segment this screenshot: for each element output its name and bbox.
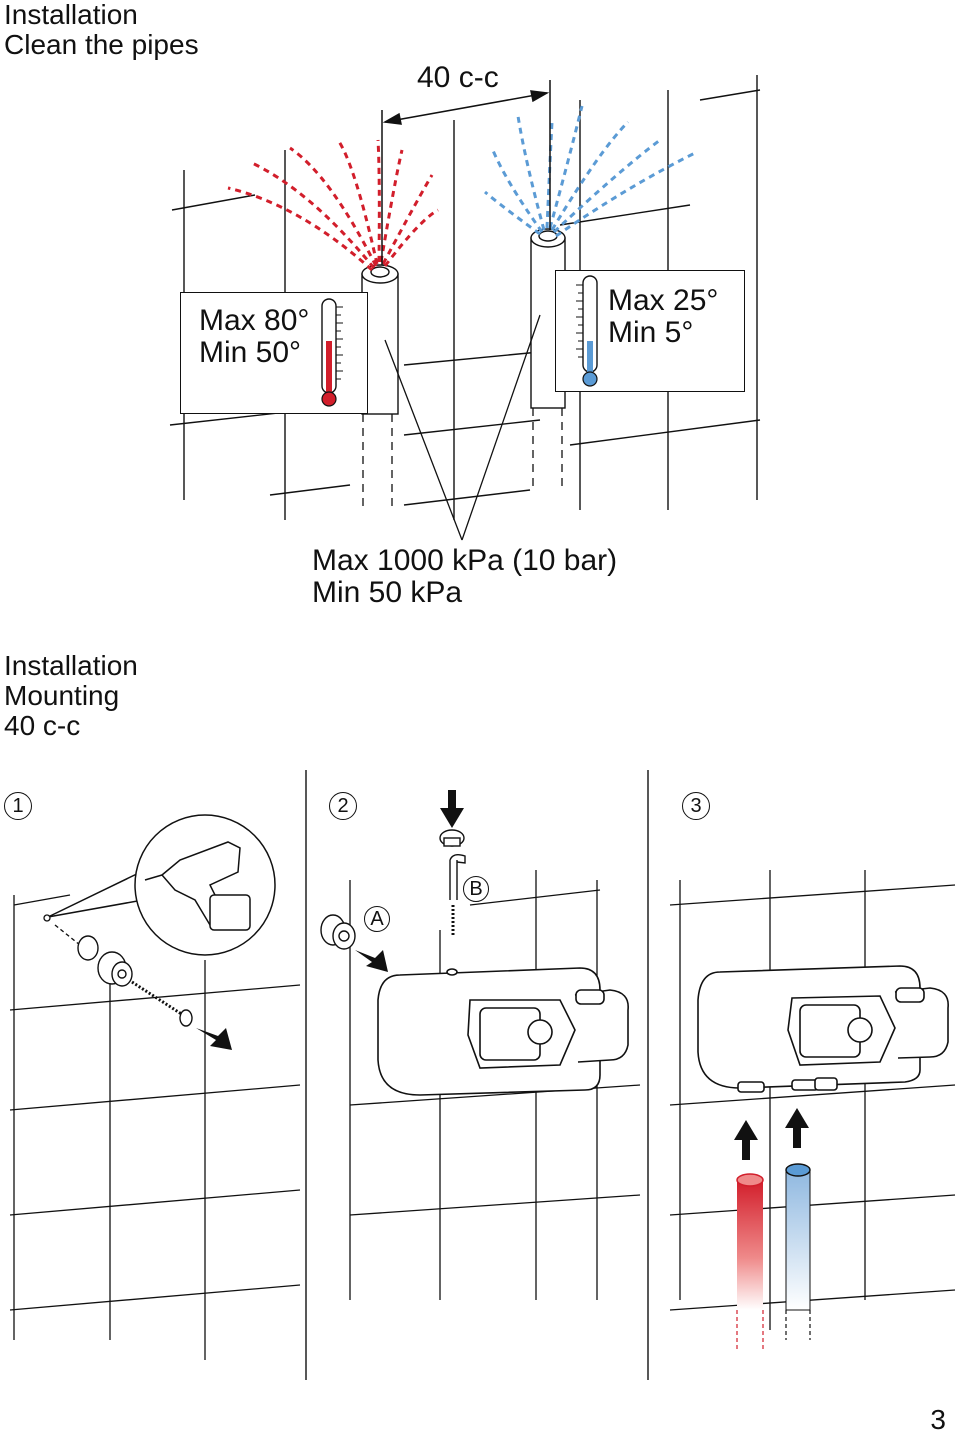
page-number: 3 bbox=[930, 1404, 946, 1435]
mounting-nut bbox=[320, 914, 356, 950]
hot-max-label: Max 80° bbox=[199, 304, 310, 337]
cold-min-label: Min 5° bbox=[608, 316, 694, 349]
cap-and-allen-key bbox=[439, 829, 466, 935]
push-arrow-icon bbox=[196, 1028, 232, 1050]
hot-water-spray bbox=[227, 139, 439, 272]
pressure-min-label: Min 50 kPa bbox=[312, 576, 463, 609]
hot-supply-pipe bbox=[736, 1173, 764, 1350]
section-subtitle: Mounting bbox=[4, 680, 120, 711]
cold-water-spray bbox=[484, 105, 698, 238]
panel-3-tile-grid bbox=[669, 870, 956, 1330]
section-heading-mounting: Installation Mounting 40 c-c bbox=[4, 651, 138, 741]
pressure-max-label: Max 1000 kPa (10 bar) bbox=[312, 544, 618, 577]
callout-b: B bbox=[463, 876, 489, 902]
pipes bbox=[361, 228, 566, 415]
up-arrow-icon bbox=[785, 1108, 809, 1148]
panel-dividers bbox=[305, 770, 649, 1380]
wall-tile-grid bbox=[169, 75, 761, 520]
clean-pipes-illustration bbox=[169, 75, 761, 541]
cold-thermometer-icon bbox=[576, 275, 598, 387]
down-arrow-icon bbox=[440, 790, 464, 828]
section-heading-clean-pipes: Installation Clean the pipes bbox=[4, 0, 199, 60]
mounted-mixer bbox=[697, 965, 949, 1093]
step-1-number: 1 bbox=[4, 792, 32, 820]
section-spacing: 40 c-c bbox=[4, 710, 81, 741]
cold-supply-pipe bbox=[785, 1163, 811, 1340]
up-arrow-icon bbox=[734, 1120, 758, 1160]
wall-plug-and-screw bbox=[54, 924, 193, 1027]
section-title: Installation bbox=[4, 0, 138, 30]
panel-1-tile-grid bbox=[9, 894, 301, 1360]
drill-icon bbox=[47, 814, 276, 956]
section-subtitle: Clean the pipes bbox=[4, 29, 199, 60]
hot-thermometer-icon bbox=[321, 298, 343, 407]
hot-min-label: Min 50° bbox=[199, 336, 302, 369]
step-3-number: 3 bbox=[682, 792, 710, 820]
panel-2-tile-grid bbox=[349, 870, 641, 1300]
dimension-line-40cc bbox=[381, 80, 551, 265]
section-title: Installation bbox=[4, 650, 138, 681]
pressure-leader-lines bbox=[384, 314, 541, 541]
push-arrow-icon bbox=[355, 950, 388, 972]
hot-temperature-box: Max 80° Min 50° bbox=[180, 292, 368, 414]
thermostatic-mixer bbox=[377, 967, 629, 1096]
step-2-number: 2 bbox=[329, 792, 357, 820]
callout-a: A bbox=[364, 906, 390, 932]
cold-temperature-box: Max 25° Min 5° bbox=[555, 270, 745, 392]
spacing-label: 40 c-c bbox=[417, 61, 499, 94]
cold-max-label: Max 25° bbox=[608, 284, 719, 317]
hidden-pipe-lines bbox=[362, 408, 563, 510]
